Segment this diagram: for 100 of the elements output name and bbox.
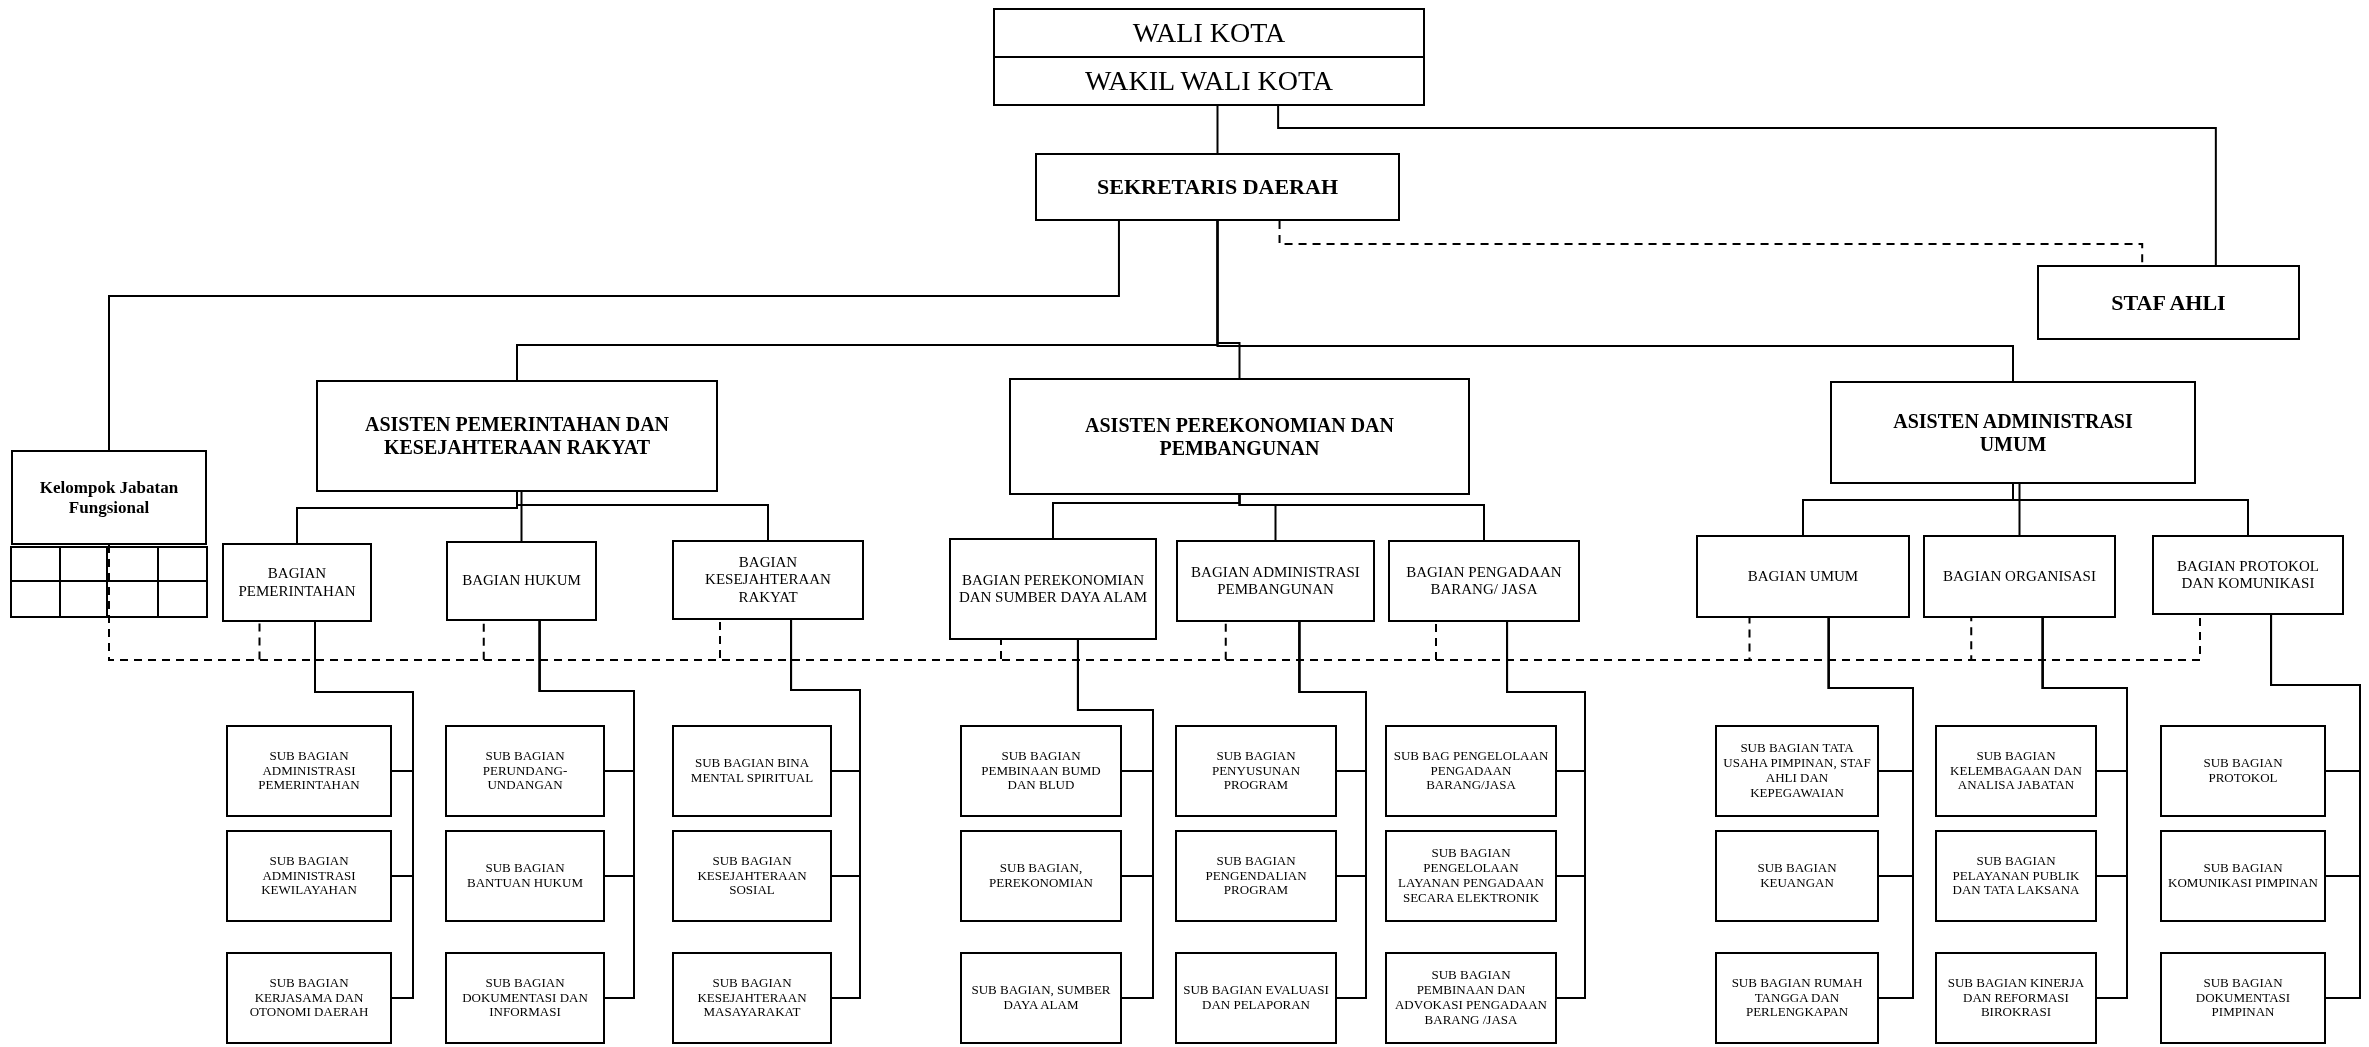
unit-name: SUB BAGIAN, SUMBER DAYA ALAM — [970, 983, 1112, 1013]
org-box — [1385, 830, 1557, 922]
unit-name: SUB BAGIAN KEUANGAN — [1756, 861, 1838, 891]
org-box — [1385, 725, 1557, 817]
unit-name: SUB BAGIAN KERJASAMA DAN OTONOMI DAERAH — [248, 975, 370, 1021]
unit-name: SUB BAGIAN ADMINISTRASI KEWILAYAHAN — [260, 853, 358, 899]
unit-name: SUB BAGIAN PENGENDALIAN PROGRAM — [1204, 853, 1308, 899]
org-box — [1388, 540, 1580, 622]
org-box — [960, 830, 1122, 922]
unit-name: SUB BAGIAN PERUNDANG-UNDANGAN — [481, 748, 569, 794]
unit-name: Kelompok Jabatan Fungsional — [38, 477, 180, 518]
org-box — [1935, 830, 2097, 922]
org-box — [672, 725, 832, 817]
unit-name: BAGIAN KESEJAHTERAAN RAKYAT — [704, 554, 832, 606]
org-box — [226, 952, 392, 1044]
org-box — [949, 538, 1157, 640]
connector — [2018, 483, 2021, 536]
org-box — [672, 540, 864, 620]
unit-name: SUB BAGIAN PENYUSUNAN PROGRAM — [1210, 748, 1302, 794]
org-box — [222, 543, 372, 622]
org-box — [316, 380, 718, 492]
org-box — [1175, 830, 1337, 922]
connector — [520, 491, 523, 542]
connector — [1506, 621, 1586, 999]
connector — [108, 220, 1120, 451]
org-box — [1385, 952, 1557, 1044]
org-box — [226, 725, 392, 817]
org-box — [672, 952, 832, 1044]
org-box — [2152, 535, 2344, 615]
connector — [1216, 220, 2014, 382]
connector — [538, 620, 635, 999]
connector — [1298, 621, 1367, 999]
org-box — [1715, 830, 1879, 922]
org-box — [1175, 952, 1337, 1044]
unit-name: SUB BAGIAN ADMINISTRASI PEMERINTAHAN — [257, 748, 361, 794]
org-box — [1176, 540, 1375, 622]
org-box — [2037, 265, 2300, 340]
org-box — [2160, 830, 2326, 922]
connector — [1277, 105, 2217, 266]
connector — [2012, 483, 2249, 536]
org-box — [993, 8, 1425, 58]
org-box — [993, 56, 1425, 106]
org-box — [1715, 952, 1879, 1044]
unit-name: SUB BAG PENGELOLAAN PENGADAAN BARANG/JASA — [1393, 748, 1549, 794]
unit-name: STAF AHLI — [2111, 289, 2226, 316]
org-box — [2160, 725, 2326, 817]
unit-name: ASISTEN ADMINISTRASI UMUM — [1892, 409, 2134, 456]
unit-name: SUB BAGIAN RUMAH TANGGA DAN PERLENGKAPAN — [1730, 975, 1864, 1021]
connector — [2041, 617, 2128, 999]
unit-name: SUB BAGIAN TATA USAHA PIMPINAN, STAF AHLI DAN KEPEGAWAIAN — [1723, 741, 1871, 801]
unit-name: BAGIAN PROTOKOL DAN KOMUNIKASI — [2176, 557, 2320, 593]
unit-name: SUB BAGIAN KESEJAHTERAAN MASAYARAKAT — [696, 975, 808, 1021]
org-box — [1923, 535, 2116, 618]
org-box — [445, 830, 605, 922]
unit-name: SUB BAGIAN EVALUASI DAN PELAPORAN — [1183, 983, 1329, 1013]
connector — [1238, 494, 1485, 541]
unit-name: WAKIL WALI KOTA — [1084, 64, 1334, 98]
unit-name: BAGIAN ADMINISTRASI PEMBANGUNAN — [1190, 563, 1361, 599]
unit-name: SUB BAGIAN BINA MENTAL SPIRITUAL — [689, 756, 815, 786]
unit-name: SUB BAGIAN PELAYANAN PUBLIK DAN TATA LAKSANA — [1951, 853, 2081, 899]
unit-name: ASISTEN PEREKONOMIAN DAN PEMBANGUNAN — [1084, 413, 1395, 460]
unit-name: SUB BAGIAN PEMBINAAN DAN ADVOKASI PENGADAAN BARANG /JASA — [1394, 968, 1548, 1028]
connector — [1216, 105, 1219, 154]
org-box — [1696, 535, 1910, 618]
unit-name: BAGIAN UMUM — [1747, 567, 1859, 586]
unit-name: SUB BAGIAN BANTUAN HUKUM — [466, 861, 584, 891]
org-box — [1935, 952, 2097, 1044]
unit-name: SUB BAGIAN PROTOKOL — [2202, 756, 2284, 786]
unit-name: BAGIAN HUKUM — [462, 572, 581, 590]
connector — [2270, 614, 2361, 999]
org-box — [2160, 952, 2326, 1044]
org-box — [1830, 381, 2196, 484]
org-box — [445, 725, 605, 817]
unit-name: SEKRETARIS DAERAH — [1096, 174, 1338, 200]
org-box — [226, 830, 392, 922]
unit-name: SUB BAGIAN KINERJA DAN REFORMASI BIROKRASI — [1946, 975, 2086, 1021]
org-box — [1715, 725, 1879, 817]
org-box — [672, 830, 832, 922]
unit-name: SUB BAGIAN PEMBINAAN BUMD DAN BLUD — [980, 748, 1102, 794]
unit-name: SUB BAGIAN, PEREKONOMIAN — [988, 861, 1094, 891]
unit-name: SUB BAGIAN KESEJAHTERAAN SOSIAL — [696, 853, 808, 899]
unit-name: ASISTEN PEMERINTAHAN DAN KESEJAHTERAAN RAKYAT — [363, 413, 671, 459]
unit-name: SUB BAGIAN KOMUNIKASI PIMPINAN — [2168, 861, 2318, 891]
org-box — [445, 952, 605, 1044]
unit-name: SUB BAGIAN KELEMBAGAAN DAN ANALISA JABATAN — [1949, 748, 2083, 794]
org-box — [1009, 378, 1470, 495]
unit-name: SUB BAGIAN DOKUMENTASI DAN INFORMASI — [461, 975, 589, 1021]
unit-name: BAGIAN PEREKONOMIAN DAN SUMBER DAYA ALAM — [957, 571, 1149, 607]
unit-name: BAGIAN PENGADAAN BARANG/ JASA — [1405, 563, 1563, 599]
org-box — [960, 725, 1122, 817]
unit-name: BAGIAN PEMERINTAHAN — [237, 565, 357, 600]
org-box — [960, 952, 1122, 1044]
unit-name: BAGIAN ORGANISASI — [1943, 567, 2096, 586]
connector — [1827, 617, 1914, 999]
org-box — [1175, 725, 1337, 817]
unit-name: WALI KOTA — [1132, 16, 1286, 50]
unit-name: SUB BAGIAN PENGELOLAAN LAYANAN PENGADAAN SECARA ELEKTRONIK — [1397, 846, 1545, 906]
org-box — [1035, 153, 1400, 221]
connector — [790, 619, 861, 999]
unit-name: SUB BAGIAN DOKUMENTASI PIMPINAN — [2194, 975, 2292, 1021]
